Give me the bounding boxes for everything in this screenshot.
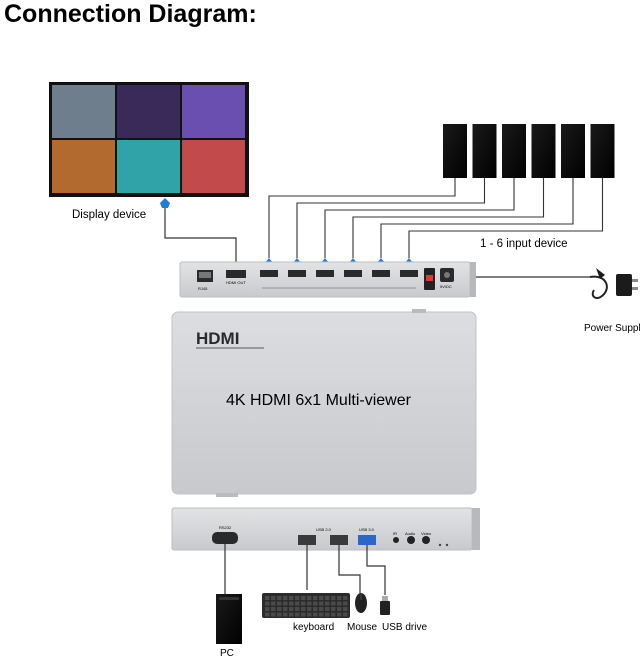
display-device bbox=[49, 82, 249, 197]
usb-drive-icon bbox=[380, 596, 390, 615]
hdmi-in-port-icon bbox=[316, 270, 334, 277]
usb2-port-a-icon bbox=[298, 535, 316, 545]
display-device-label: Display device bbox=[72, 209, 147, 221]
hdmi-out-port-icon bbox=[226, 270, 246, 278]
diagram-title: Connection Diagram: bbox=[4, 0, 257, 28]
mouse-icon bbox=[355, 593, 367, 613]
usb3-port-icon bbox=[358, 535, 376, 545]
mouse-cable bbox=[338, 545, 361, 594]
input-cable bbox=[408, 178, 604, 258]
screen-tile bbox=[182, 85, 245, 138]
input-cable bbox=[296, 178, 486, 258]
pc-icon bbox=[216, 594, 242, 644]
pc-label: PC bbox=[220, 648, 234, 659]
input-device-icon bbox=[531, 124, 556, 178]
ir-port-icon bbox=[393, 537, 399, 543]
power-supply-label: Power Supply bbox=[584, 323, 640, 334]
input-device-icon bbox=[590, 124, 615, 178]
screen-tile bbox=[182, 140, 245, 193]
input-cable bbox=[380, 178, 574, 258]
rj45-port-label: RJ45 bbox=[198, 286, 208, 291]
usb2-port-b-icon bbox=[330, 535, 348, 545]
audio-port-icon bbox=[407, 536, 415, 544]
hdmi-in-port-icon bbox=[344, 270, 362, 277]
keyboard-icon bbox=[262, 593, 350, 618]
multiviewer-box: HDMI bbox=[171, 309, 477, 497]
rear-panel bbox=[179, 261, 476, 298]
screen-tile bbox=[52, 85, 115, 138]
power-supply-adapter bbox=[476, 268, 638, 300]
screen-tile bbox=[117, 140, 180, 193]
front-panel bbox=[171, 507, 480, 551]
usb-drive-label: USB drive bbox=[382, 622, 428, 633]
hdmi-in-port-icon bbox=[400, 270, 418, 277]
hdmi-logo: HDMI bbox=[196, 329, 239, 348]
video-port-label: Video bbox=[421, 531, 432, 536]
usb3-port-label: USB 3.0 bbox=[359, 527, 374, 532]
rs232-port-icon bbox=[212, 532, 238, 544]
input-cable bbox=[352, 178, 545, 258]
input-device-icon bbox=[561, 124, 585, 178]
audio-port-label: Audio bbox=[405, 531, 416, 536]
display-screen-tiles bbox=[52, 85, 245, 193]
hdmi-in-port-icon bbox=[288, 270, 306, 277]
hdmi-in-port-icon bbox=[260, 270, 278, 277]
keyboard-label: keyboard bbox=[293, 622, 335, 633]
hdmi-in-port-icon bbox=[372, 270, 390, 277]
input-devices bbox=[443, 124, 615, 178]
rs232-port-label: RS232 bbox=[219, 525, 232, 530]
hdmi-out-port-label: HDMI OUT bbox=[226, 280, 246, 285]
display-cable bbox=[164, 207, 237, 262]
input-cables bbox=[265, 178, 604, 267]
video-port-icon bbox=[422, 536, 430, 544]
screen-tile bbox=[52, 140, 115, 193]
mouse-label: Mouse bbox=[347, 622, 378, 633]
input-device-icon bbox=[502, 124, 526, 178]
input-device-icon bbox=[443, 124, 467, 178]
device-name-label: 4K HDMI 6x1 Multi-viewer bbox=[226, 392, 411, 409]
usb-drive-cable bbox=[366, 545, 386, 595]
input-cable bbox=[268, 178, 456, 258]
screen-tile bbox=[117, 85, 180, 138]
display-connector-icon bbox=[160, 198, 170, 208]
input-cable bbox=[324, 178, 515, 258]
usb2-port-label: USB 2.0 bbox=[316, 527, 331, 532]
ir-port-label: IR bbox=[393, 531, 397, 536]
input-device-label: 1 - 6 input device bbox=[480, 238, 568, 250]
input-device-icon bbox=[472, 124, 497, 178]
hdmi-in-ports bbox=[260, 270, 418, 277]
dc-port-label: 5V/DC bbox=[440, 284, 452, 289]
